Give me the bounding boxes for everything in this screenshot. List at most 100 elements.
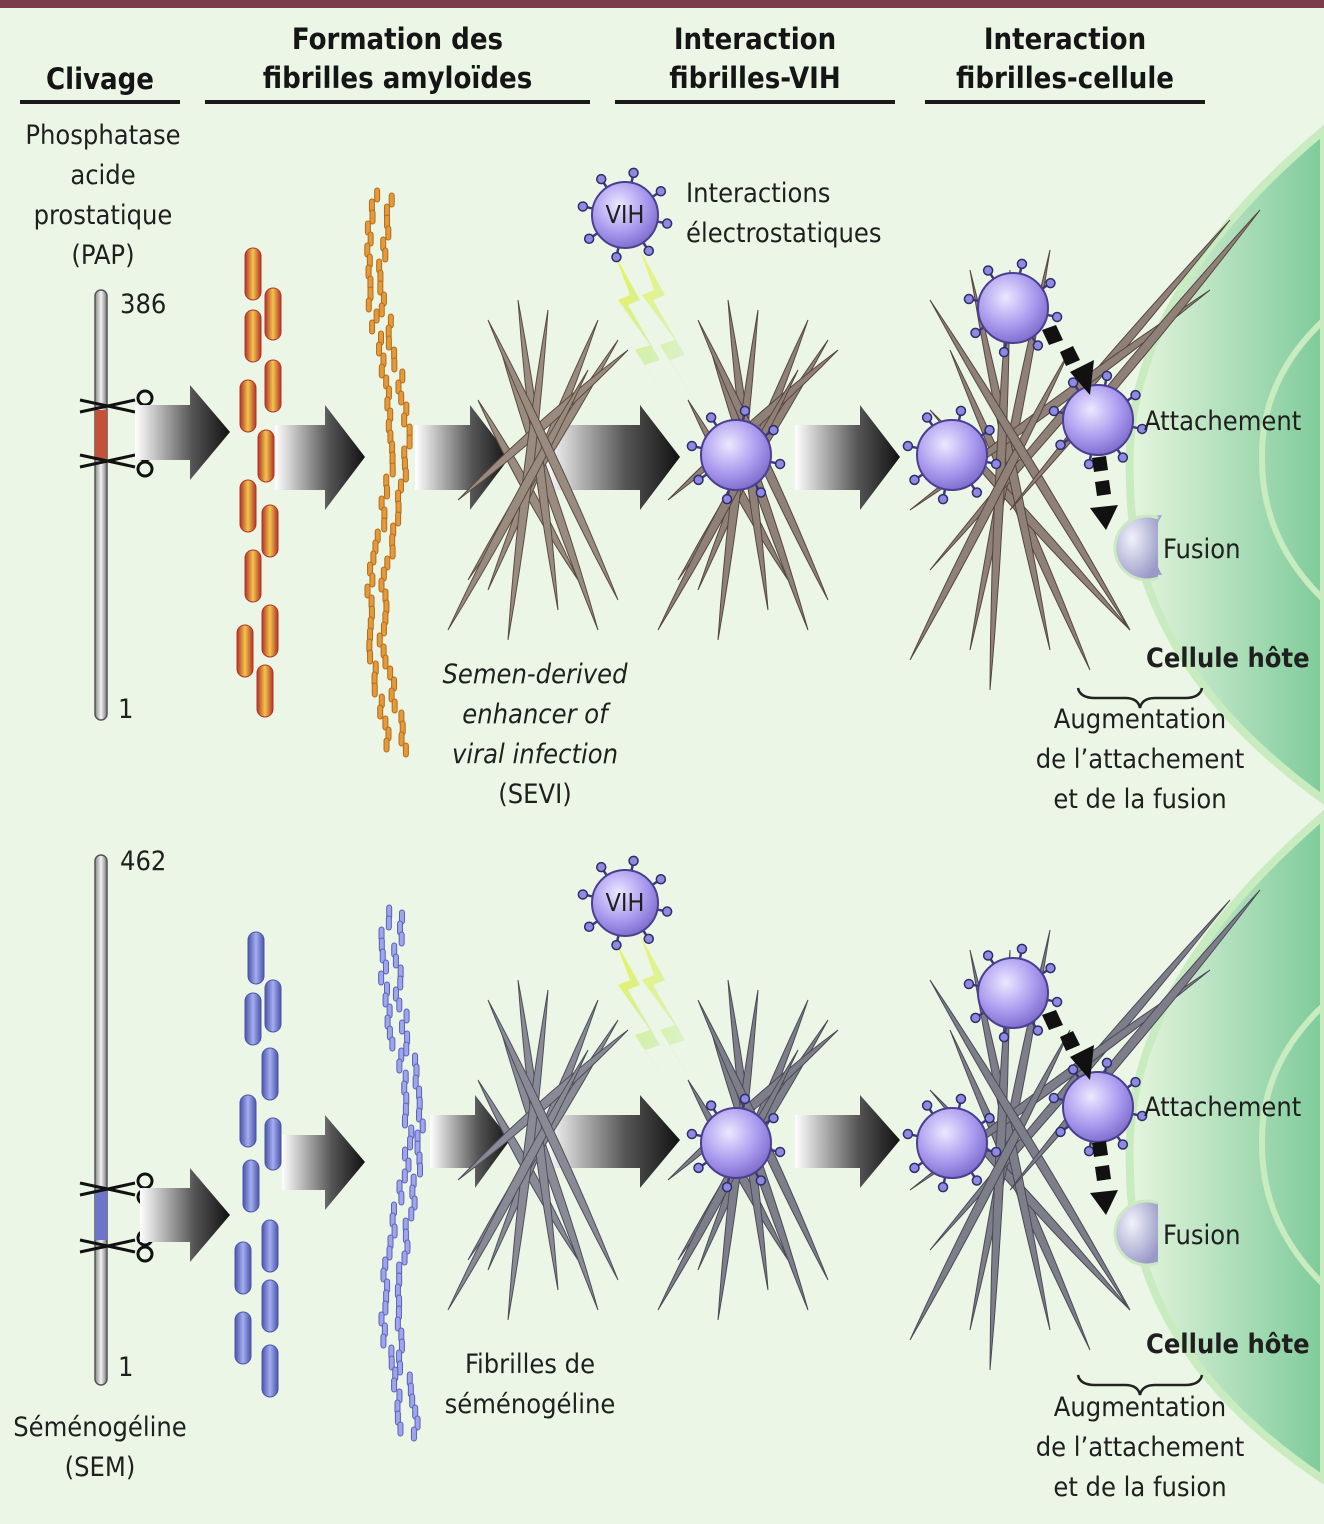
- protofibril-segment: [411, 1195, 418, 1211]
- dashed-arrow-bottom: [1042, 1010, 1118, 1215]
- protofibril-segment: [382, 959, 389, 975]
- protofibril-segment: [405, 1157, 412, 1173]
- dashed-arrow-top: [1042, 325, 1118, 530]
- pap-residue-top: 386: [120, 289, 167, 320]
- protofibril-segment: [402, 742, 409, 758]
- electrostatic-bolt-icon-bottom: [615, 935, 700, 1105]
- protofibril-segment: [385, 915, 392, 931]
- protofibril-segment: [403, 1041, 410, 1057]
- protofibril-segment: [397, 1421, 404, 1437]
- protofibril-segment: [388, 1355, 395, 1371]
- fusing-virus-top: [1113, 514, 1162, 582]
- host-cell-label-bottom: Cellule hôte: [1146, 1329, 1310, 1360]
- protofibril-segment: [371, 682, 378, 698]
- protofibril-segment: [385, 225, 392, 241]
- protofibril-segment: [401, 1168, 408, 1184]
- protofibril-segment: [383, 484, 390, 500]
- protofibril-segment: [391, 698, 398, 714]
- sem-protein-rod: [94, 854, 108, 1386]
- protofibril-segment: [401, 412, 408, 428]
- protofibril-segment: [414, 1415, 421, 1431]
- top-border: [0, 0, 1324, 8]
- protofibril-segment: [398, 731, 405, 747]
- protofibril-segment: [406, 434, 413, 450]
- protofibril-segment: [388, 687, 395, 703]
- protofibril-segment: [386, 1245, 393, 1261]
- hiv-virus-free-bottom: [577, 855, 673, 951]
- hiv-virus-cell-bottom: [902, 1093, 1002, 1193]
- protofibril-segment: [398, 1190, 405, 1206]
- amyloid-fibril: [457, 349, 629, 501]
- header-interaction-cellule-underline: [925, 100, 1205, 104]
- pap-protein-rod: [94, 289, 108, 721]
- protofibril-segment: [378, 970, 385, 986]
- virus-label-top: VIH: [605, 200, 645, 229]
- protofibril-segment: [416, 1107, 423, 1123]
- protofibril-segment: [391, 1223, 398, 1239]
- protofibril-segment: [409, 1393, 416, 1409]
- protofibril-segment: [377, 704, 384, 720]
- protofibril-segment: [389, 462, 396, 478]
- header-formation-underline: [205, 100, 590, 104]
- protofibril-segment: [399, 1019, 406, 1035]
- protofibril-segment: [402, 1146, 409, 1162]
- brace-top: [1076, 687, 1204, 709]
- host-cell-bottom: [1125, 809, 1324, 1485]
- protofibril-segment: [370, 550, 377, 566]
- brace-bottom: [1076, 1374, 1204, 1396]
- protofibril-segment: [389, 1036, 396, 1052]
- protofibril-segment: [376, 341, 383, 357]
- electrostatic-bolt-icon-top: [615, 250, 700, 420]
- attachment-label-bottom: Attachement: [1144, 1092, 1302, 1123]
- protofibril-segment: [399, 368, 406, 384]
- protofibril-segment: [378, 302, 385, 318]
- hiv-virus-attached-top: [1048, 370, 1148, 470]
- protofibril-segment: [395, 511, 402, 527]
- protofibril-segment: [392, 986, 399, 1002]
- sem-protein-label: Séménogéline(SEM): [13, 1412, 187, 1483]
- fusion-label-top: Fusion: [1163, 534, 1241, 565]
- protofibril-segment: [379, 948, 386, 964]
- hiv-virus-free-top: [577, 167, 673, 263]
- protofibril-segment: [398, 931, 405, 947]
- protofibril-segment: [365, 297, 372, 313]
- amyloid-fibril: [487, 319, 619, 601]
- fusing-virus-bottom: [1113, 1199, 1159, 1267]
- protofibril-segment: [382, 247, 389, 263]
- protofibril-segment: [377, 280, 384, 296]
- pap-protofibril-column: [364, 187, 413, 758]
- protofibril-segment: [417, 1162, 424, 1178]
- protofibril-segment: [367, 649, 374, 665]
- header-clivage: Clivage: [46, 62, 154, 96]
- sem-residue-bottom: 1: [118, 1352, 134, 1383]
- hiv-virus-attached-bottom: [1048, 1057, 1148, 1157]
- protofibril-segment: [367, 231, 374, 247]
- hiv-virus-cell-top: [902, 405, 1002, 505]
- amyloid-fibril: [487, 999, 619, 1281]
- protofibril-segment: [407, 1135, 414, 1151]
- protofibril-segment: [369, 319, 376, 335]
- protofibril-segment: [419, 1118, 426, 1134]
- amyloid-fibril: [929, 299, 1131, 631]
- host-cell-label-top: Cellule hôte: [1146, 643, 1310, 674]
- hiv-virus-bound-bottom: [686, 1093, 786, 1193]
- protofibril-segment: [396, 997, 403, 1013]
- protofibril-segment: [384, 555, 391, 571]
- protofibril-segment: [385, 335, 392, 351]
- protofibril-segment: [381, 517, 388, 533]
- protofibril-segment: [382, 1300, 389, 1316]
- protofibril-segment: [382, 992, 389, 1008]
- protofibril-segment: [373, 308, 380, 324]
- sevi-fibril-bundle: [447, 299, 629, 641]
- protofibril-segment: [378, 1311, 385, 1327]
- protofibril-segment: [391, 357, 398, 373]
- protofibril-segment: [412, 1074, 419, 1090]
